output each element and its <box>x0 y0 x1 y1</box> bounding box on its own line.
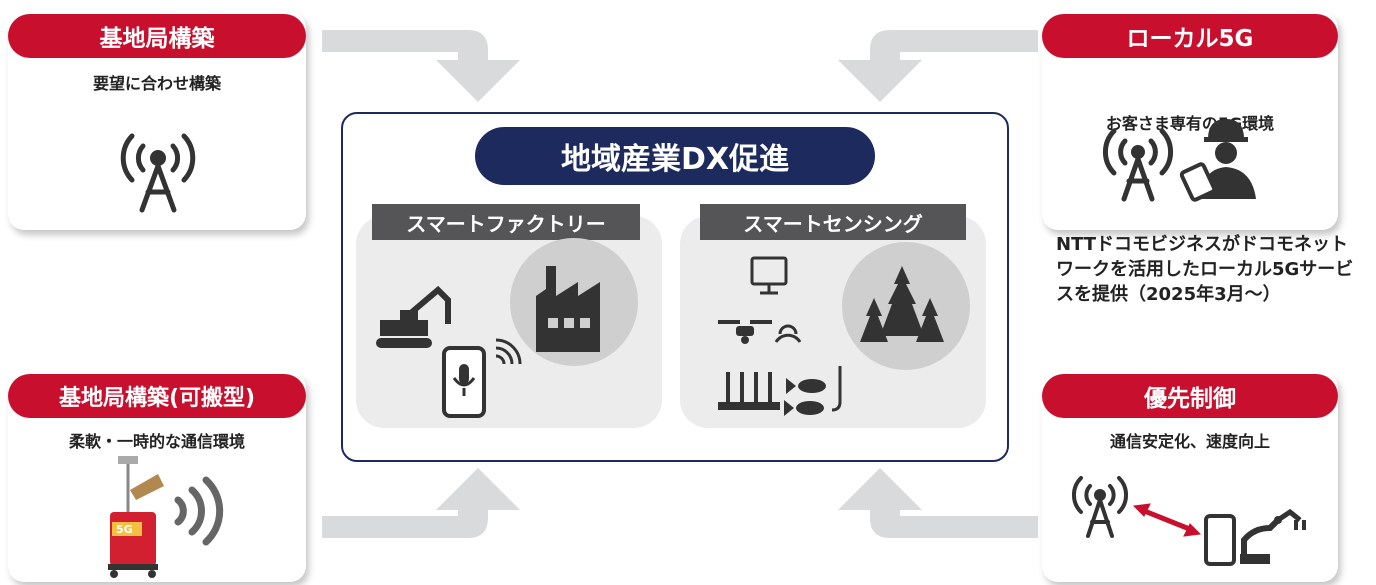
tag-priority-control: 優先制御 <box>1042 374 1338 418</box>
label-smart-sensing: スマートセンシング <box>700 204 966 240</box>
excavator-icon <box>380 310 428 336</box>
factory-icon <box>536 282 600 352</box>
antenna-with-worker-icon <box>1102 119 1256 202</box>
monitor-icon <box>750 256 788 286</box>
tag-base-station: 基地局構築 <box>8 14 306 58</box>
smart-sensing-icons <box>718 242 970 416</box>
drone-icon <box>718 320 772 344</box>
label-smart-factory: スマートファクトリー <box>372 204 640 240</box>
tag-local-5g: ローカル5G <box>1042 14 1338 58</box>
antenna-arrow-robot-icon <box>1071 476 1306 566</box>
sub-base-station: 要望に合わせ構築 <box>92 74 221 93</box>
center-title: 地域産業DX促進 <box>475 127 875 185</box>
wheat-icon <box>718 372 780 410</box>
device-5g-label: 5G <box>116 523 133 536</box>
fish-icon <box>784 378 826 416</box>
local-5g-note: NTTドコモビジネスがドコモネットワークを活用したローカル5Gサービスを提供（2… <box>1056 234 1354 305</box>
portable-5g-device-icon: 5G <box>108 456 224 578</box>
sub-portable-station: 柔軟・一時的な通信環境 <box>68 432 245 451</box>
sub-priority-control: 通信安定化、速度向上 <box>1109 432 1270 451</box>
antenna-icon <box>120 133 196 213</box>
tag-portable-station: 基地局構築(可搬型) <box>8 374 306 418</box>
forest-icon <box>860 266 944 342</box>
smart-factory-icons <box>376 238 638 418</box>
